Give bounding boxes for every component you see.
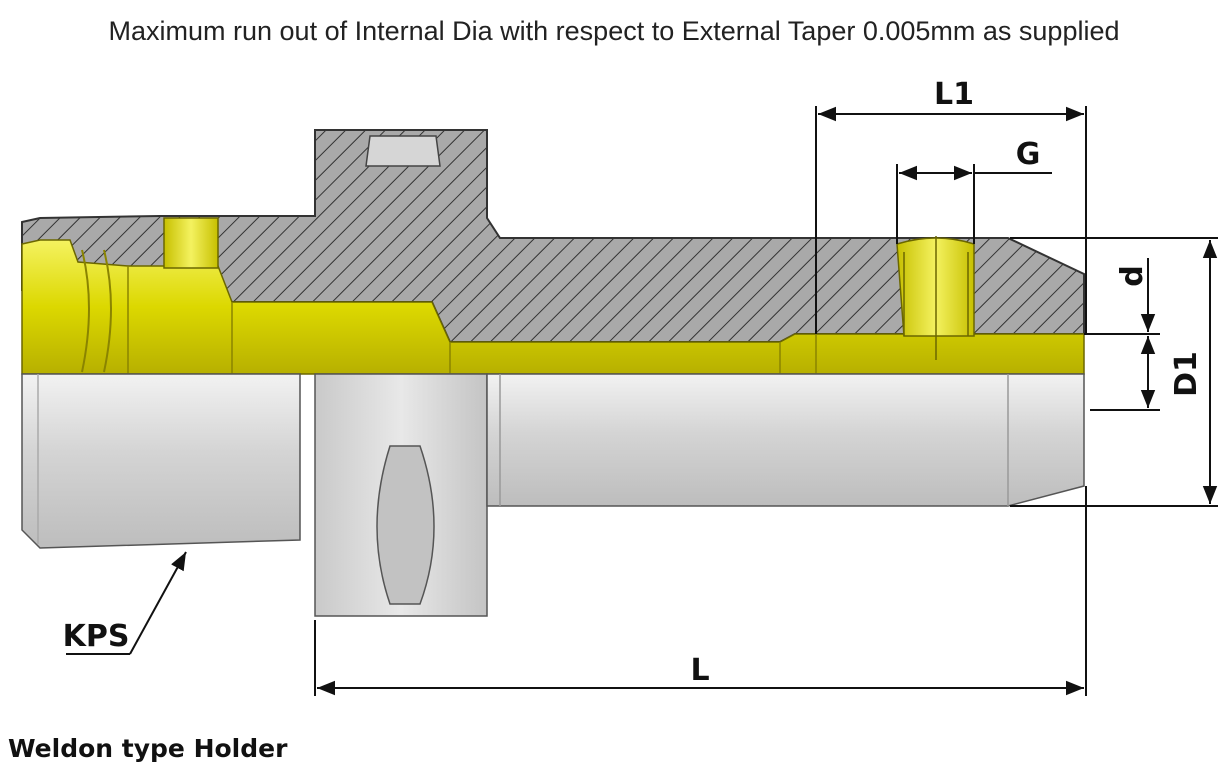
holder-body (486, 373, 1085, 507)
drive-slot (376, 445, 435, 605)
drive-slot-pocket (365, 135, 441, 167)
section-view (21, 129, 1085, 375)
diagram-title: Weldon type Holder (8, 734, 288, 763)
internal-bore (21, 239, 1085, 375)
dim-label-L1: L1 (934, 77, 974, 112)
label-KPS: KPS (63, 619, 130, 654)
dim-label-G: G (1016, 137, 1041, 172)
taper-shank (21, 373, 301, 549)
dimensions: L1 G d D1 L KPS (63, 77, 1218, 696)
dim-label-L: L (690, 653, 709, 688)
external-body (21, 373, 1085, 617)
radial-coolant-hole (163, 217, 219, 269)
dim-label-d: d (1115, 265, 1150, 286)
dim-label-D1: D1 (1169, 351, 1204, 397)
runout-note: Maximum run out of Internal Dia with res… (108, 16, 1120, 46)
